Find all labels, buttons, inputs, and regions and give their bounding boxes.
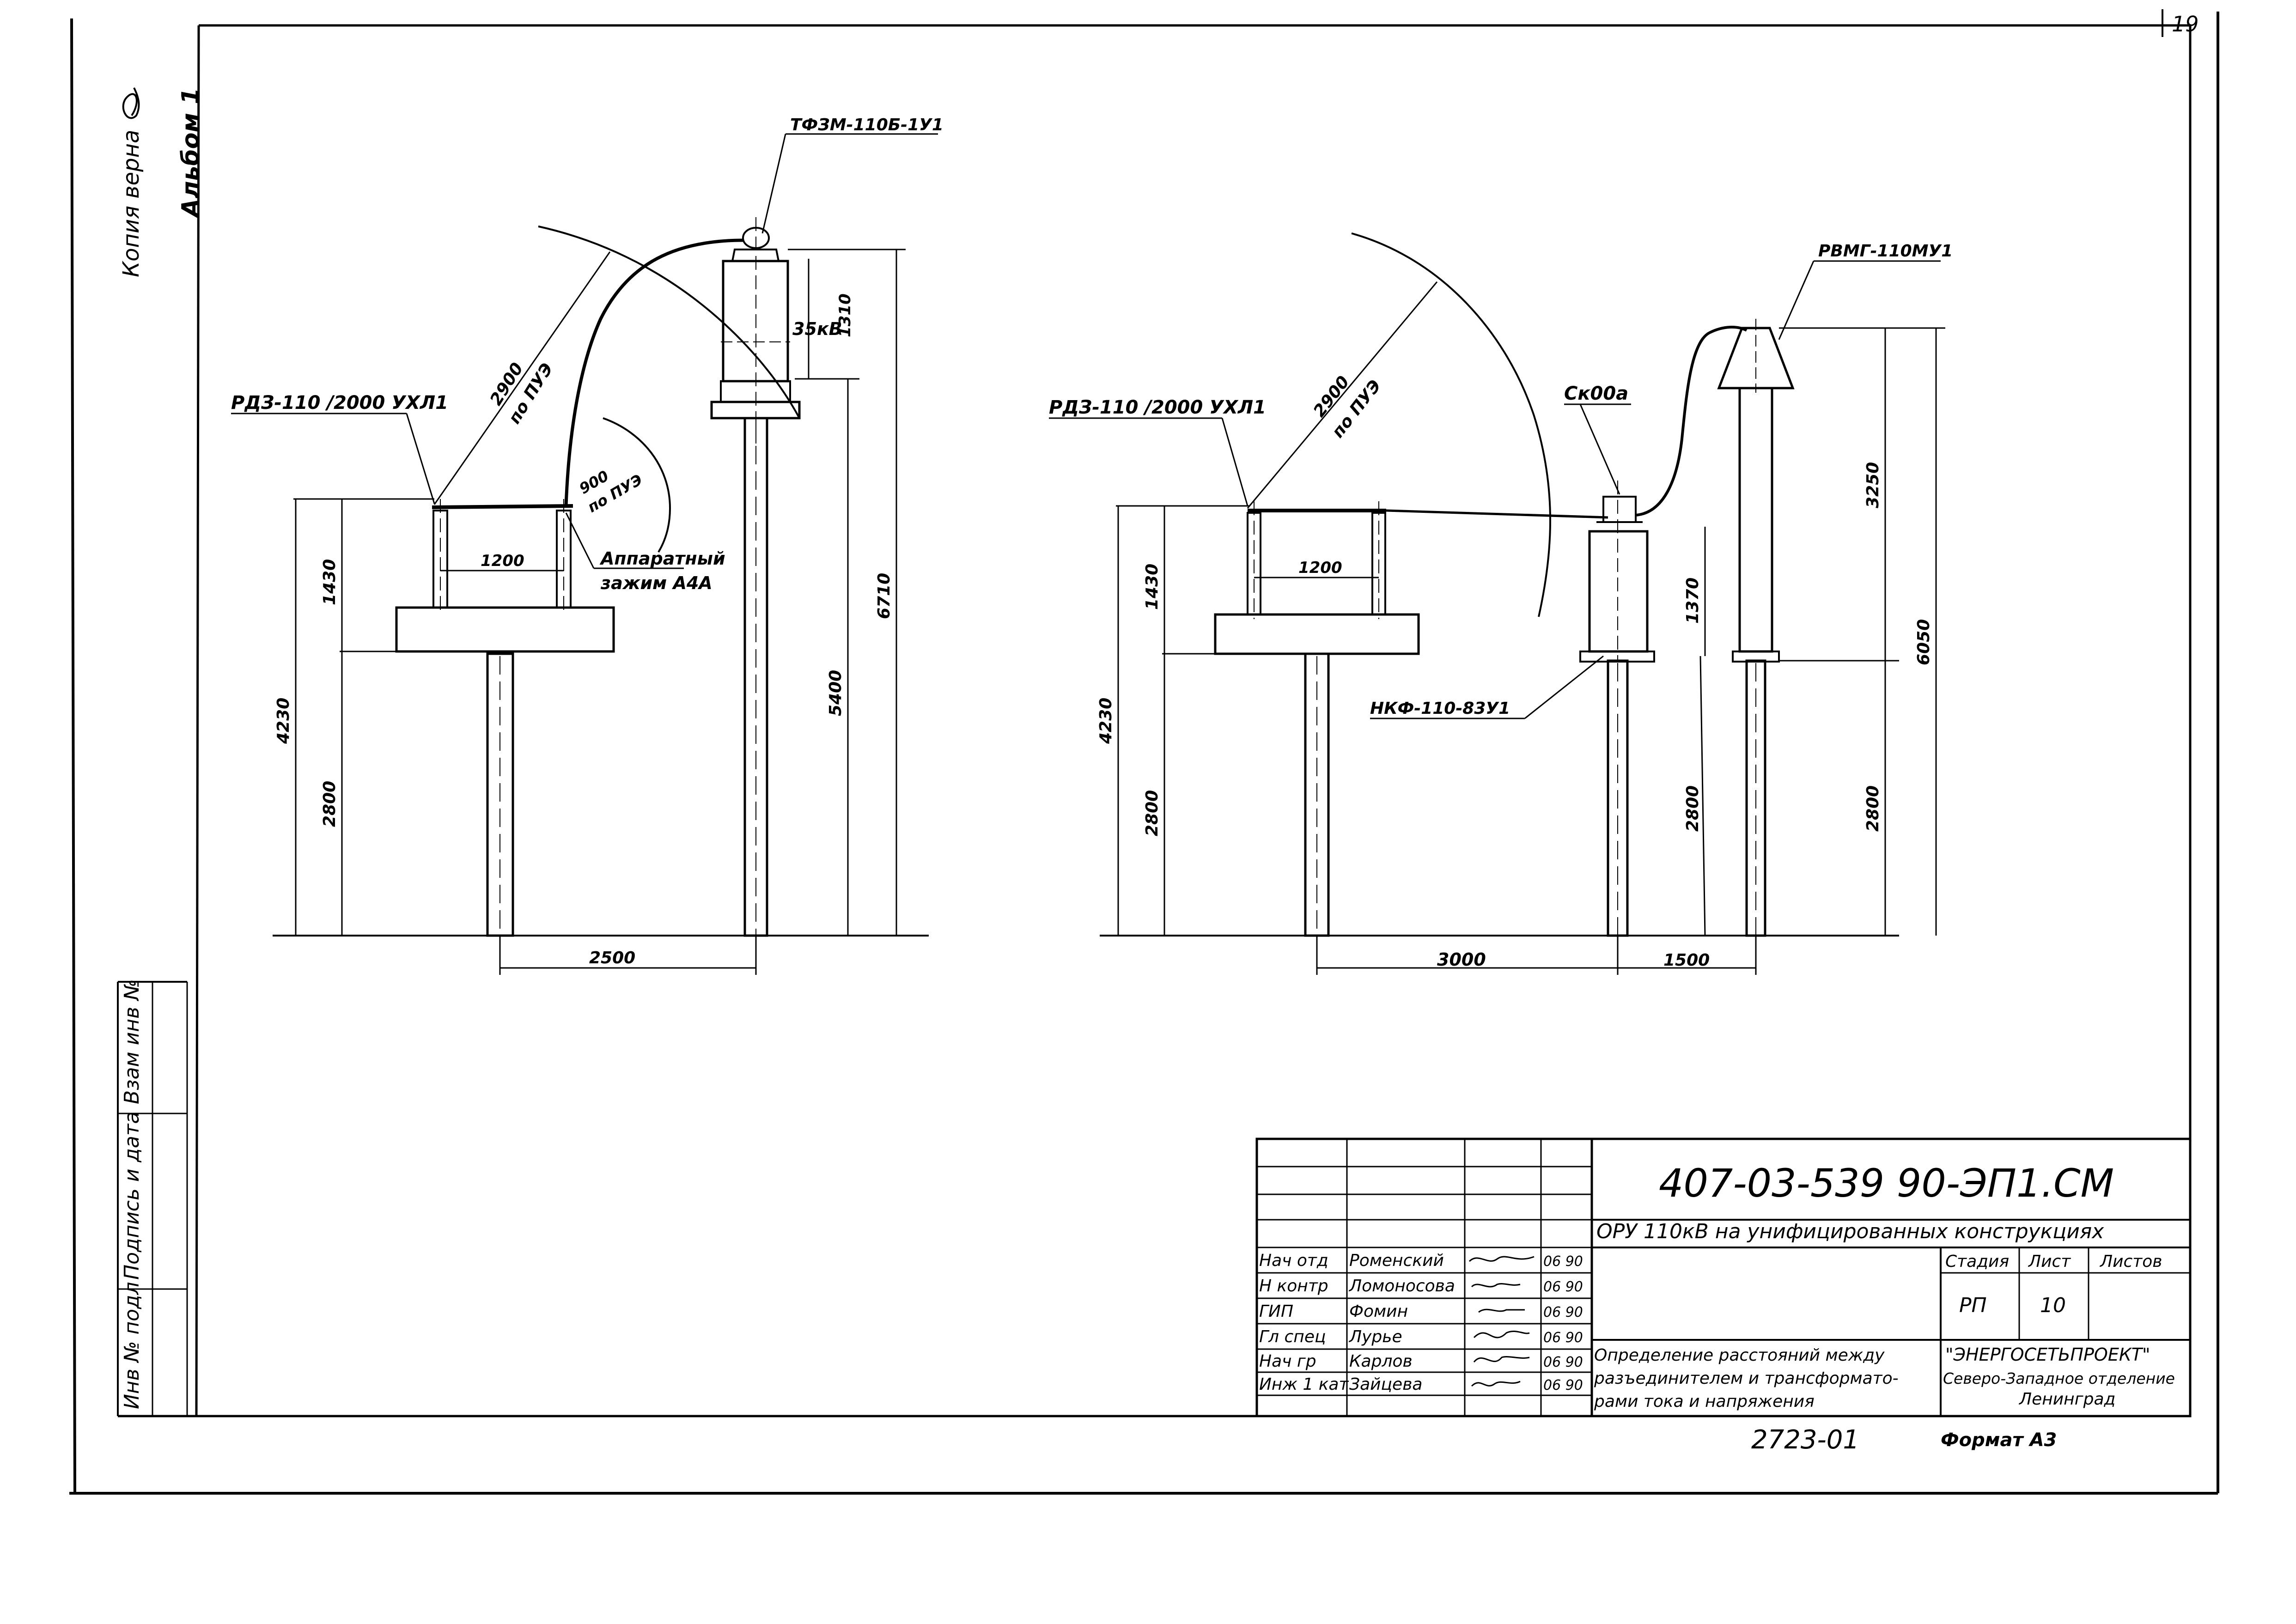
tb-sheet-header: Лист: [2028, 1252, 2071, 1271]
album-stamp: Альбом 1: [177, 88, 205, 219]
signature-copy: [122, 87, 140, 119]
tb-role-5: Нач гр: [1259, 1352, 1316, 1371]
doc-code: 407-03-539 90-ЭП1.СМ: [1659, 1161, 2114, 1206]
side-stamp-box: [117, 981, 188, 1416]
tb-role-3: ГИП: [1259, 1302, 1293, 1321]
title-block: [1255, 1137, 2192, 1417]
left-clamp-label-2: зажим А4А: [600, 573, 713, 593]
tb-name-4: Лурье: [1348, 1327, 1402, 1346]
sheet-frame: [69, 9, 2219, 1495]
right-arrester-label: РВМГ-110МУ1: [1818, 242, 1953, 261]
tb-role-6: Инж 1 кат: [1259, 1375, 1349, 1394]
left-dim-6710: 6710: [875, 573, 894, 619]
tb-stage-header: Стадия: [1945, 1252, 2009, 1271]
side-stamp-replace: Взам инв №: [120, 979, 144, 1104]
left-dim-1430: 1430: [320, 559, 339, 605]
tb-name-3: Фомин: [1349, 1302, 1408, 1321]
copy-stamp: Копия верна: [118, 130, 144, 277]
right-dim-2800b: 2800: [1683, 785, 1702, 832]
right-dim-1430: 1430: [1143, 564, 1162, 610]
left-dim-2500: 2500: [589, 949, 635, 967]
side-stamp-sign: Подпись и дата: [120, 1112, 144, 1280]
vt-top: [1602, 496, 1637, 523]
right-box-label: Ск00а: [1564, 383, 1628, 404]
right-dim-2800c: 2800: [1864, 785, 1882, 832]
tb-desc-1: Определение расстояний между: [1594, 1346, 1885, 1365]
tb-name-2: Ломоносова: [1348, 1277, 1455, 1296]
tb-desc-2: разъединителем и трансформато-: [1594, 1369, 1899, 1388]
tb-name-6: Зайцева: [1349, 1375, 1422, 1394]
disconnector-base-left: [395, 606, 615, 653]
left-dim-4230: 4230: [274, 698, 293, 744]
left-dim-2800: 2800: [320, 781, 339, 827]
left-disconnector-label: РДЗ-110 /2000 УХЛ1: [231, 392, 448, 414]
left-view: [231, 133, 938, 975]
tb-date-4: 06 90: [1543, 1330, 1583, 1346]
tb-date-3: 06 90: [1543, 1304, 1583, 1320]
tb-date-1: 06 90: [1543, 1253, 1583, 1270]
right-view: [1049, 232, 1945, 975]
right-dim-3250: 3250: [1864, 462, 1882, 508]
doc-title: ОРУ 110кВ на унифицированных конструкция…: [1596, 1220, 2104, 1243]
arrester-top: [1717, 327, 1795, 389]
tb-role-2: Н контр: [1259, 1277, 1328, 1296]
wire-right-1: [1386, 509, 1608, 519]
tb-date-5: 06 90: [1543, 1354, 1583, 1370]
right-dim-3000: 3000: [1437, 949, 1486, 970]
right-dim-6050: 6050: [1914, 619, 1933, 665]
left-ct-label: ТФЗМ-110Б-1У1: [790, 116, 944, 134]
clearance-arc-left-1: [538, 225, 800, 419]
tb-desc-3: рами тока и напряжения: [1594, 1392, 1815, 1411]
right-dim-1200: 1200: [1298, 559, 1342, 577]
right-dim-1370: 1370: [1683, 578, 1702, 624]
format-label: Формат А3: [1941, 1429, 2057, 1451]
tb-sheets-header: Листов: [2099, 1252, 2162, 1271]
tb-name-5: Карлов: [1349, 1352, 1413, 1371]
left-dim-1200: 1200: [481, 552, 524, 570]
arrester-body: [1738, 387, 1773, 653]
clearance-arc-left-2: [603, 417, 671, 553]
side-stamp-inv: Инв № подл: [120, 1282, 144, 1409]
page-number: 19: [2172, 12, 2199, 36]
right-vt-label: НКФ-110-83У1: [1370, 699, 1510, 718]
disconnector-base-right: [1214, 613, 1420, 655]
tb-name-1: Роменский: [1349, 1251, 1444, 1270]
tb-org-2: Северо-Западное отделение: [1943, 1369, 2175, 1387]
right-dim-2800a: 2800: [1143, 790, 1162, 836]
right-disconnector-label: РДЗ-110 /2000 УХЛ1: [1049, 397, 1266, 418]
disconnector-blade-left: [432, 504, 573, 509]
left-voltage-label: 35кВ: [792, 319, 842, 339]
wire-left: [564, 238, 744, 506]
vt-body: [1588, 530, 1649, 653]
tb-org-1: "ЭНЕРГОСЕТЬПРОЕКТ": [1945, 1344, 2150, 1365]
wire-right-2: [1635, 326, 1748, 517]
tb-date-6: 06 90: [1543, 1377, 1583, 1393]
tb-role-4: Гл спец: [1259, 1327, 1326, 1346]
tb-role-1: Нач отд: [1259, 1251, 1328, 1270]
clearance-arc-right: [1351, 232, 1551, 617]
left-dim-1310: 1310: [836, 293, 854, 337]
right-dim-1500: 1500: [1663, 951, 1710, 970]
signatures: [1468, 1256, 1535, 1387]
left-dim-5400: 5400: [826, 670, 845, 716]
tb-date-2: 06 90: [1543, 1279, 1583, 1295]
left-clamp-label-1: Аппаратный: [599, 548, 725, 569]
right-dim-4230: 4230: [1096, 698, 1115, 744]
tb-stage: РП: [1959, 1294, 1987, 1317]
tb-org-3: Ленинград: [2018, 1390, 2115, 1409]
tb-sheet: 10: [2040, 1294, 2066, 1317]
archive-number: 2723-01: [1751, 1425, 1859, 1455]
